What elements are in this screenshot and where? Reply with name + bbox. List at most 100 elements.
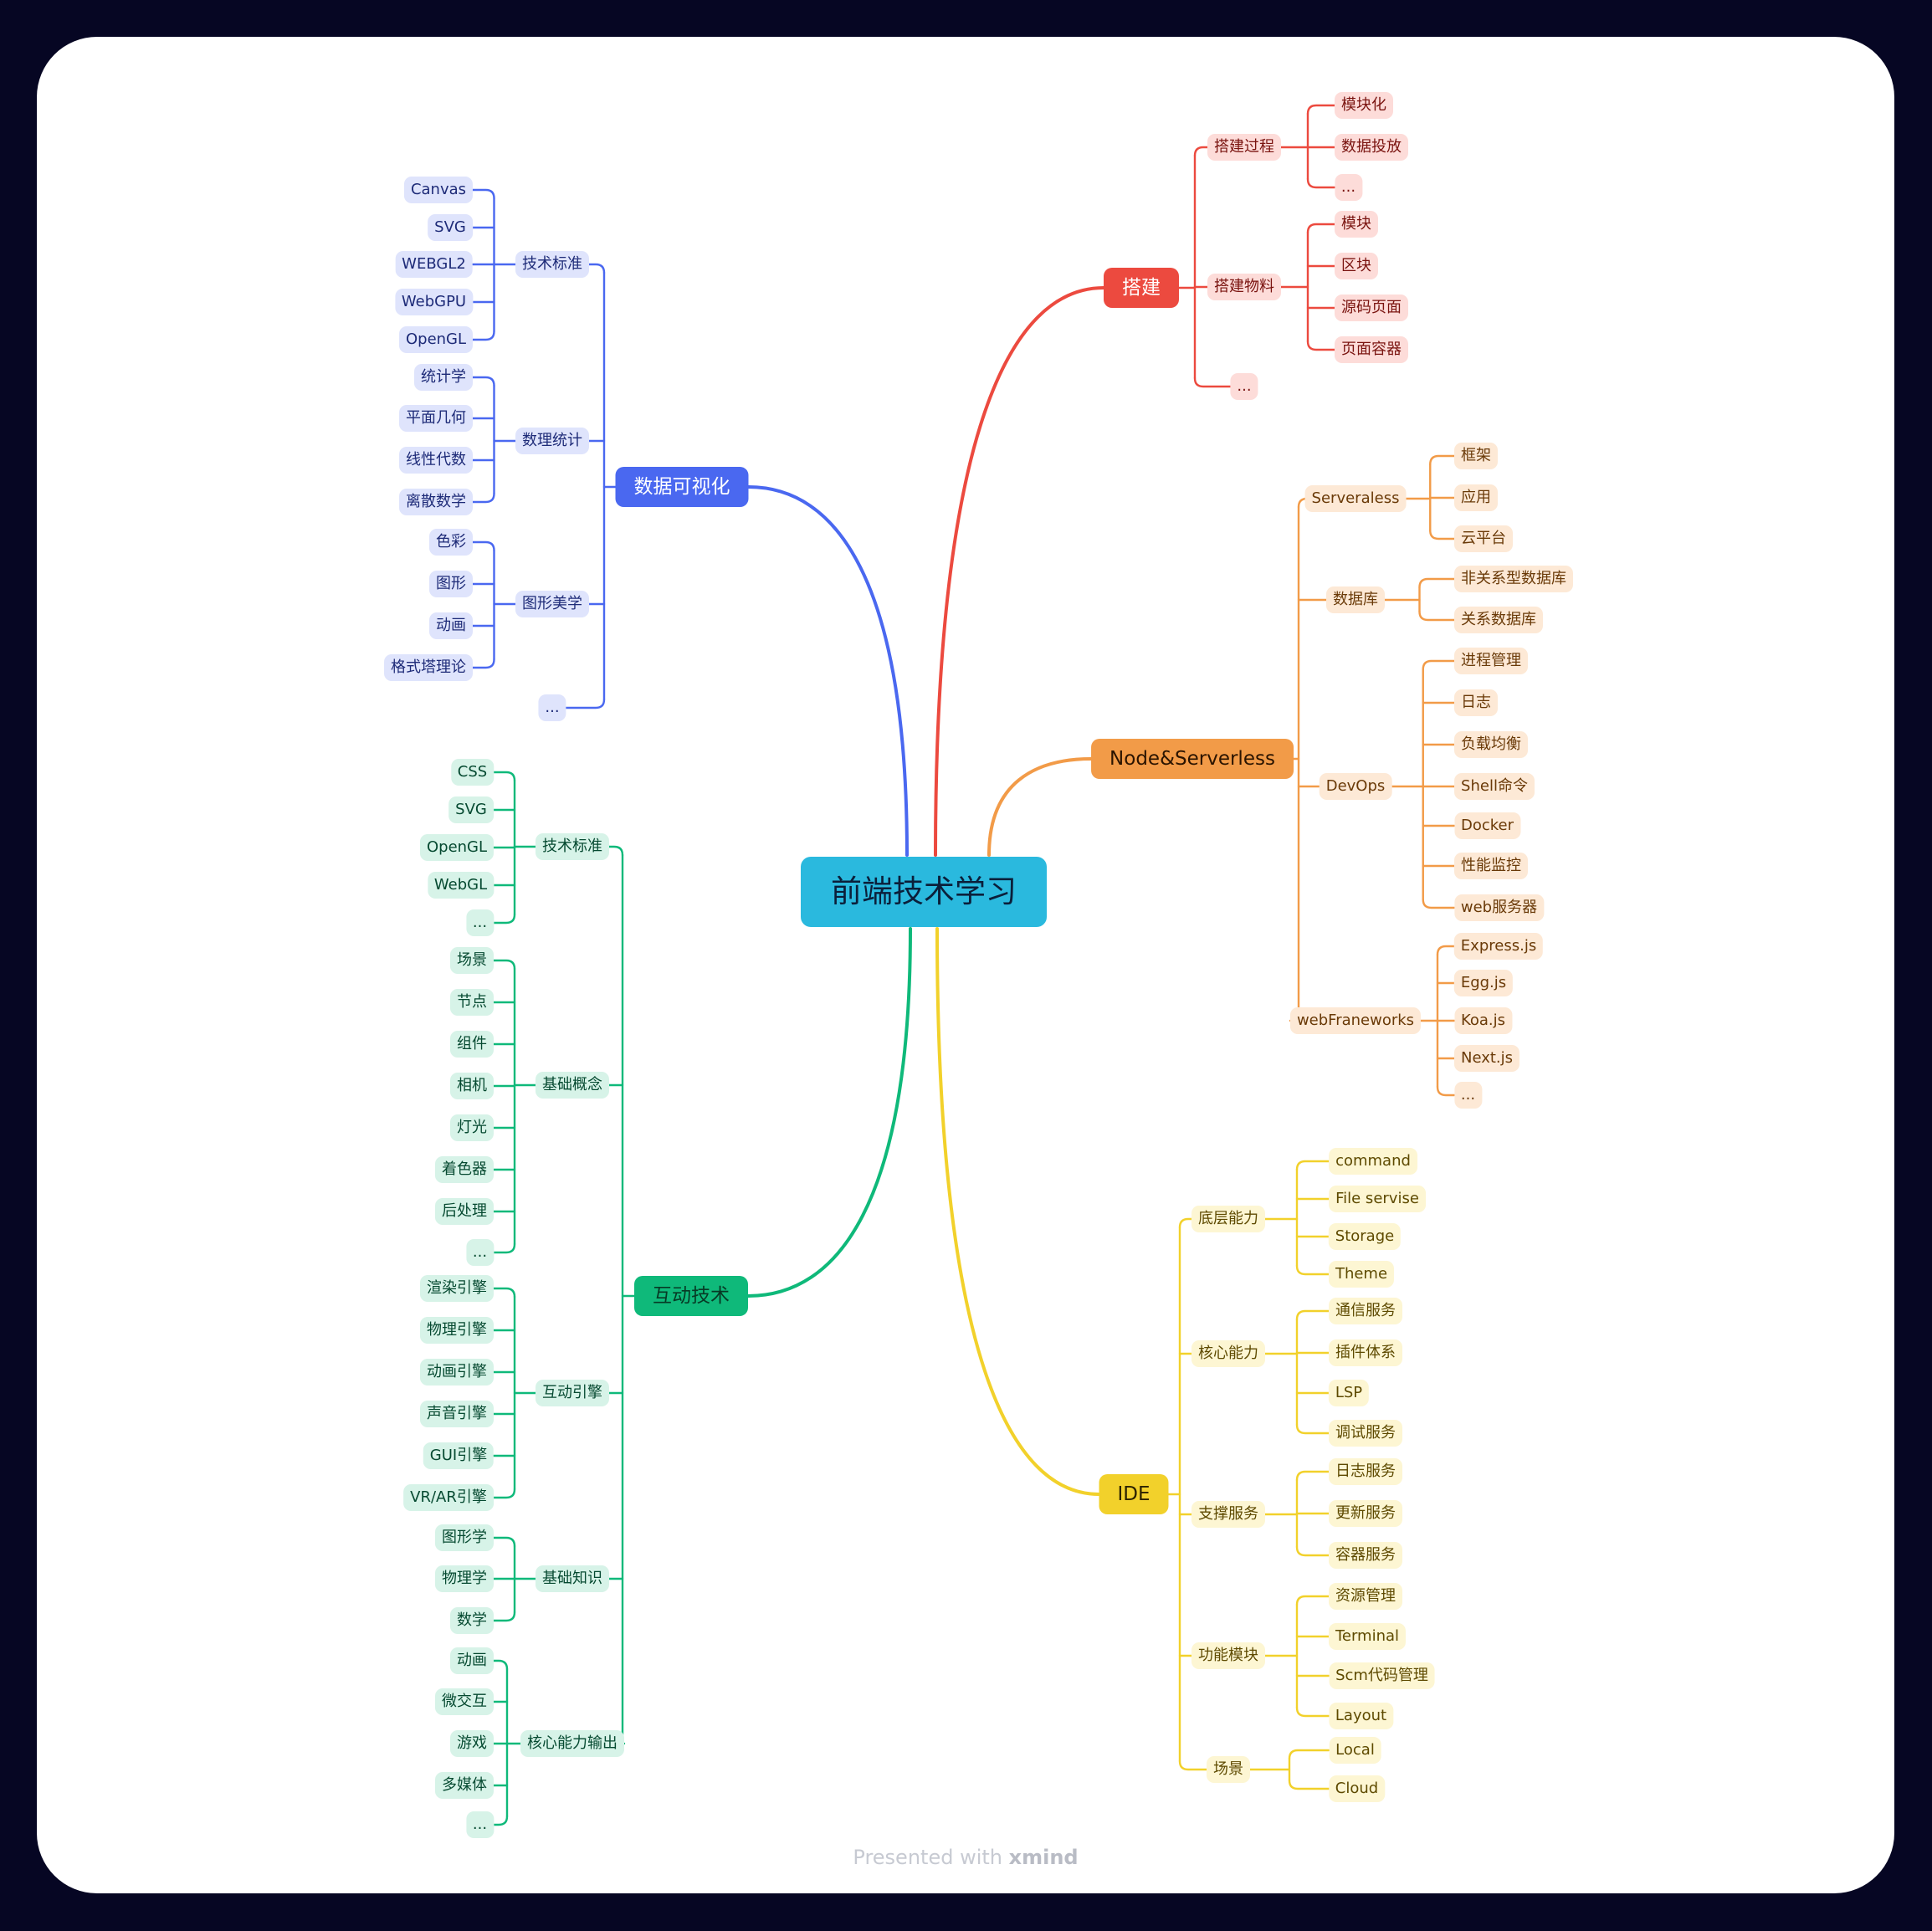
branch-1-subtopic-2-item-5[interactable]: VR/AR引擎	[403, 1484, 494, 1511]
branch-3-subtopic-2-item-6[interactable]: web服务器	[1453, 894, 1545, 921]
branch-1-subtopic-3-item-0[interactable]: 图形学	[435, 1524, 494, 1551]
branch-4-subtopic-2-item-2[interactable]: 容器服务	[1329, 1542, 1402, 1569]
branch-3-subtopic-2[interactable]: DevOps	[1319, 773, 1392, 800]
branch-2-subtopic-0-item-0[interactable]: 模块化	[1335, 92, 1393, 119]
branch-0-subtopic-0-item-2[interactable]: WEBGL2	[395, 251, 473, 278]
branch-0-subtopic-0-item-3[interactable]: WebGPU	[394, 289, 474, 315]
branch-4-subtopic-2-item-0[interactable]: 日志服务	[1329, 1458, 1402, 1485]
branch-2-topic[interactable]: 搭建	[1104, 268, 1179, 308]
branch-0-subtopic-1-item-3[interactable]: 离散数学	[399, 489, 473, 515]
branch-0-subtopic-0-item-1[interactable]: SVG	[428, 214, 473, 241]
branch-4-subtopic-3[interactable]: 功能模块	[1191, 1642, 1265, 1669]
branch-4-subtopic-3-item-3[interactable]: Layout	[1328, 1703, 1394, 1729]
branch-0-subtopic-2-item-3[interactable]: 格式塔理论	[384, 654, 473, 681]
branch-4-subtopic-0-item-2[interactable]: Storage	[1328, 1223, 1402, 1250]
branch-4-subtopic-4-item-1[interactable]: Cloud	[1328, 1775, 1386, 1802]
branch-0-subtopic-0-item-4[interactable]: OpenGL	[398, 326, 474, 353]
branch-4-subtopic-3-item-2[interactable]: Scm代码管理	[1329, 1662, 1435, 1689]
branch-0-subtopic-2[interactable]: 图形美学	[515, 591, 589, 617]
branch-1-subtopic-3-item-1[interactable]: 物理学	[435, 1565, 494, 1592]
branch-4-subtopic-0-item-3[interactable]: Theme	[1328, 1261, 1395, 1288]
branch-2-subtopic-1-item-1[interactable]: 区块	[1335, 253, 1378, 279]
branch-1-subtopic-1-item-2[interactable]: 组件	[450, 1031, 494, 1058]
branch-3-subtopic-1-item-1[interactable]: 关系数据库	[1454, 607, 1543, 633]
branch-1-subtopic-0-item-4[interactable]: ...	[465, 909, 495, 936]
branch-0-subtopic-3[interactable]: ...	[538, 694, 566, 721]
branch-3-subtopic-0-item-0[interactable]: 框架	[1454, 443, 1498, 469]
branch-1-subtopic-0-item-0[interactable]: CSS	[450, 759, 495, 786]
branch-4-subtopic-1-item-2[interactable]: LSP	[1328, 1380, 1370, 1406]
branch-1-subtopic-0-item-1[interactable]: SVG	[448, 796, 494, 823]
branch-1-subtopic-1-item-4[interactable]: 灯光	[450, 1114, 494, 1141]
branch-1-subtopic-1-item-6[interactable]: 后处理	[435, 1198, 494, 1225]
branch-0-subtopic-1-item-1[interactable]: 平面几何	[399, 405, 473, 432]
branch-2-subtopic-0-item-1[interactable]: 数据投放	[1335, 134, 1408, 161]
branch-0-subtopic-0-item-0[interactable]: Canvas	[403, 177, 474, 203]
branch-1-subtopic-1-item-3[interactable]: 相机	[450, 1073, 494, 1099]
branch-2-subtopic-1-item-0[interactable]: 模块	[1335, 211, 1378, 238]
branch-2-subtopic-1-item-3[interactable]: 页面容器	[1335, 336, 1408, 363]
branch-1-subtopic-3[interactable]: 基础知识	[536, 1565, 609, 1592]
branch-1-subtopic-1-item-0[interactable]: 场景	[450, 947, 494, 974]
branch-4-subtopic-0-item-1[interactable]: File servise	[1329, 1186, 1426, 1212]
branch-4-subtopic-3-item-1[interactable]: Terminal	[1328, 1623, 1407, 1650]
branch-1-subtopic-2-item-0[interactable]: 渲染引擎	[420, 1275, 494, 1302]
branch-3-subtopic-2-item-4[interactable]: Docker	[1453, 812, 1521, 839]
branch-1-subtopic-0[interactable]: 技术标准	[536, 833, 609, 860]
branch-3-subtopic-3-item-2[interactable]: Koa.js	[1453, 1007, 1513, 1034]
branch-4-subtopic-4-item-0[interactable]: Local	[1329, 1737, 1381, 1764]
branch-1-subtopic-3-item-2[interactable]: 数学	[450, 1607, 494, 1634]
branch-1-subtopic-4-item-2[interactable]: 游戏	[450, 1730, 494, 1757]
branch-0-subtopic-0[interactable]: 技术标准	[515, 251, 589, 278]
branch-1-subtopic-4-item-4[interactable]: ...	[465, 1811, 495, 1838]
branch-3-subtopic-3-item-0[interactable]: Express.js	[1453, 933, 1544, 960]
branch-1-subtopic-2-item-4[interactable]: GUI引擎	[423, 1442, 495, 1469]
branch-0-subtopic-1[interactable]: 数理统计	[515, 428, 589, 454]
branch-4-subtopic-2-item-1[interactable]: 更新服务	[1329, 1500, 1402, 1527]
branch-2-subtopic-0-item-2[interactable]: ...	[1334, 174, 1363, 201]
branch-3-subtopic-2-item-2[interactable]: 负载均衡	[1454, 731, 1528, 758]
branch-3-subtopic-2-item-1[interactable]: 日志	[1454, 689, 1498, 716]
branch-3-subtopic-3-item-3[interactable]: Next.js	[1453, 1045, 1520, 1072]
branch-3-subtopic-1[interactable]: 数据库	[1326, 586, 1385, 613]
branch-1-topic[interactable]: 互动技术	[634, 1276, 748, 1316]
branch-1-subtopic-1-item-1[interactable]: 节点	[450, 989, 494, 1016]
branch-3-subtopic-0-item-2[interactable]: 云平台	[1454, 525, 1513, 552]
branch-0-subtopic-2-item-2[interactable]: 动画	[429, 612, 473, 639]
branch-1-subtopic-2-item-1[interactable]: 物理引擎	[420, 1317, 494, 1344]
branch-3-subtopic-0[interactable]: Serveraless	[1304, 485, 1407, 512]
branch-1-subtopic-2-item-2[interactable]: 动画引擎	[420, 1359, 494, 1386]
branch-4-subtopic-3-item-0[interactable]: 资源管理	[1329, 1583, 1402, 1610]
branch-4-subtopic-1-item-3[interactable]: 调试服务	[1329, 1420, 1402, 1447]
branch-3-subtopic-0-item-1[interactable]: 应用	[1454, 484, 1498, 511]
branch-4-subtopic-1-item-1[interactable]: 插件体系	[1329, 1339, 1402, 1366]
branch-3-subtopic-1-item-0[interactable]: 非关系型数据库	[1454, 566, 1573, 592]
branch-1-subtopic-1[interactable]: 基础概念	[536, 1072, 609, 1099]
branch-4-topic[interactable]: IDE	[1099, 1474, 1169, 1514]
branch-0-subtopic-2-item-0[interactable]: 色彩	[429, 529, 473, 556]
branch-0-subtopic-1-item-0[interactable]: 统计学	[414, 364, 473, 391]
branch-3-subtopic-3[interactable]: webFraneworks	[1289, 1007, 1422, 1034]
branch-0-subtopic-1-item-2[interactable]: 线性代数	[399, 447, 473, 474]
branch-3-subtopic-2-item-5[interactable]: 性能监控	[1454, 853, 1528, 879]
branch-1-subtopic-1-item-7[interactable]: ...	[465, 1239, 495, 1266]
branch-3-topic[interactable]: Node&Serverless	[1091, 739, 1294, 779]
branch-4-subtopic-2[interactable]: 支撑服务	[1191, 1501, 1265, 1528]
branch-2-subtopic-1-item-2[interactable]: 源码页面	[1335, 295, 1408, 321]
branch-3-subtopic-3-item-1[interactable]: Egg.js	[1453, 970, 1514, 996]
branch-1-subtopic-4-item-1[interactable]: 微交互	[435, 1688, 494, 1715]
branch-4-subtopic-1[interactable]: 核心能力	[1191, 1340, 1265, 1367]
branch-1-subtopic-4[interactable]: 核心能力输出	[520, 1730, 624, 1757]
branch-1-subtopic-4-item-3[interactable]: 多媒体	[435, 1772, 494, 1799]
branch-1-subtopic-1-item-5[interactable]: 着色器	[435, 1156, 494, 1183]
branch-2-subtopic-2[interactable]: ...	[1230, 373, 1258, 400]
branch-1-subtopic-0-item-2[interactable]: OpenGL	[419, 834, 495, 861]
branch-0-topic[interactable]: 数据可视化	[615, 467, 749, 507]
branch-2-subtopic-1[interactable]: 搭建物料	[1207, 274, 1281, 300]
branch-4-subtopic-0[interactable]: 底层能力	[1191, 1206, 1265, 1232]
branch-4-subtopic-0-item-0[interactable]: command	[1329, 1148, 1417, 1175]
central-topic[interactable]: 前端技术学习	[801, 857, 1047, 927]
branch-0-subtopic-2-item-1[interactable]: 图形	[429, 571, 473, 597]
branch-3-subtopic-2-item-0[interactable]: 进程管理	[1454, 648, 1528, 674]
branch-1-subtopic-0-item-3[interactable]: WebGL	[427, 872, 495, 899]
